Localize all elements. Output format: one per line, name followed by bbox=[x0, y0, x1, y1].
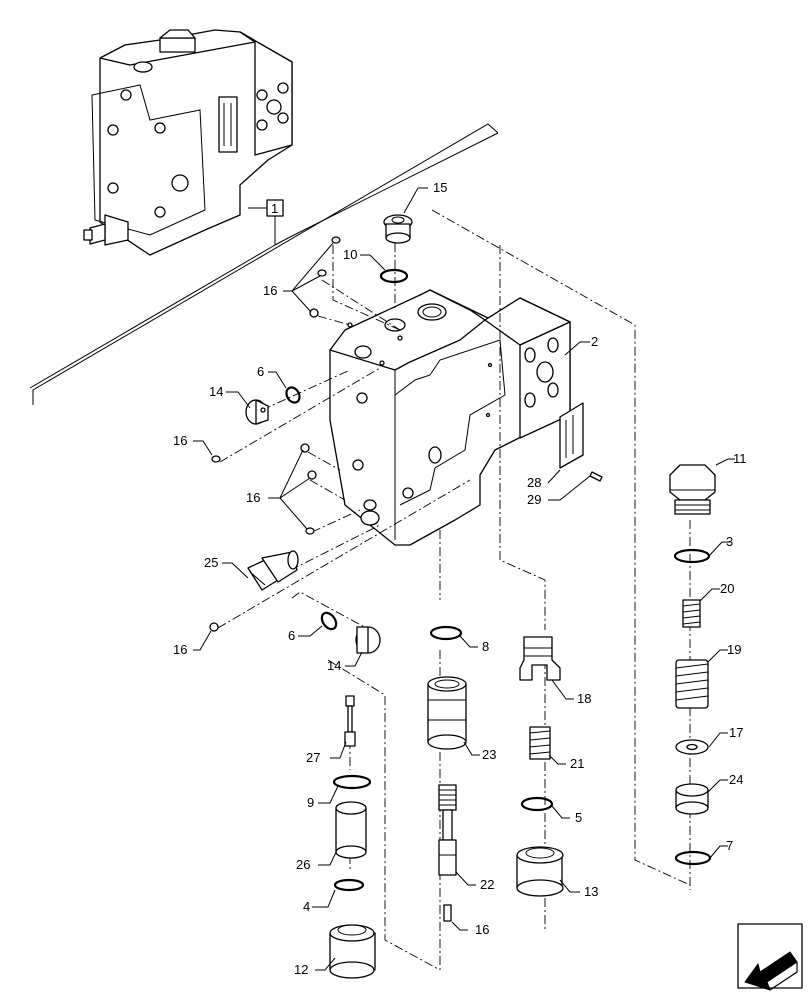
label-10: 10 bbox=[343, 247, 357, 262]
sleeve-23 bbox=[427, 676, 467, 750]
o-ring-10 bbox=[379, 268, 409, 284]
label-12: 12 bbox=[294, 962, 308, 977]
label-20: 20 bbox=[720, 581, 734, 596]
plug-14-top bbox=[245, 399, 269, 425]
valve-body bbox=[329, 289, 571, 546]
label-6-bottom: 6 bbox=[288, 628, 295, 643]
o-ring-6-bottom bbox=[320, 611, 338, 631]
label-26: 26 bbox=[296, 857, 310, 872]
label-16-bottom: 16 bbox=[475, 922, 489, 937]
label-7: 7 bbox=[726, 838, 733, 853]
pin-27 bbox=[344, 695, 356, 747]
callout-frame bbox=[29, 123, 499, 405]
label-9: 9 bbox=[307, 795, 314, 810]
label-17: 17 bbox=[729, 725, 743, 740]
screw-16-bottom bbox=[443, 904, 452, 922]
sleeve-26 bbox=[335, 801, 367, 859]
o-ring-9 bbox=[332, 774, 372, 790]
spool-22 bbox=[438, 784, 457, 876]
label-11: 11 bbox=[733, 451, 747, 466]
label-18: 18 bbox=[577, 691, 591, 706]
o-ring-3 bbox=[673, 548, 711, 564]
plug-13 bbox=[516, 846, 564, 897]
label-21: 21 bbox=[570, 756, 584, 771]
navigation-arrow-button[interactable] bbox=[737, 923, 803, 991]
label-6-top: 6 bbox=[257, 364, 264, 379]
label-16-top: 16 bbox=[263, 283, 277, 298]
o-ring-8 bbox=[429, 625, 463, 641]
o-ring-5 bbox=[520, 796, 554, 812]
o-ring-6-top bbox=[285, 386, 301, 404]
label-15: 15 bbox=[433, 180, 447, 195]
label-8: 8 bbox=[482, 639, 489, 654]
label-16-left: 16 bbox=[173, 433, 187, 448]
rivet bbox=[589, 471, 603, 482]
label-2: 2 bbox=[591, 334, 598, 349]
spring-20 bbox=[682, 599, 701, 628]
label-13: 13 bbox=[584, 884, 598, 899]
o-ring-4 bbox=[333, 878, 365, 892]
label-25: 25 bbox=[204, 555, 218, 570]
label-29: 29 bbox=[527, 492, 541, 507]
spring-21 bbox=[529, 726, 551, 760]
label-16-lower: 16 bbox=[173, 642, 187, 657]
spring-19 bbox=[675, 659, 709, 709]
label-22: 22 bbox=[480, 877, 494, 892]
part-labels: 2 3 4 5 6 6 7 8 9 10 11 12 13 14 14 15 1… bbox=[173, 180, 747, 977]
plug-24 bbox=[675, 783, 709, 815]
plug-15 bbox=[383, 214, 413, 244]
reference-box-label: 1 bbox=[271, 201, 278, 216]
plug-11 bbox=[669, 464, 716, 515]
plug-12 bbox=[329, 924, 376, 979]
label-24: 24 bbox=[729, 772, 743, 787]
label-14-top: 14 bbox=[209, 384, 223, 399]
label-16-middle: 16 bbox=[246, 490, 260, 505]
label-28: 28 bbox=[527, 475, 541, 490]
label-4: 4 bbox=[303, 899, 310, 914]
label-14-bottom: 14 bbox=[327, 658, 341, 673]
label-3: 3 bbox=[726, 534, 733, 549]
plug-14-bottom bbox=[355, 626, 381, 654]
fitting-25 bbox=[247, 550, 299, 591]
valve-18 bbox=[519, 636, 561, 681]
label-5: 5 bbox=[575, 810, 582, 825]
label-19: 19 bbox=[727, 642, 741, 657]
label-23: 23 bbox=[482, 747, 496, 762]
arrow-down-left-icon bbox=[744, 951, 798, 991]
leader-lines bbox=[193, 187, 735, 971]
o-ring-7 bbox=[674, 850, 712, 866]
valve-assembly-overview bbox=[83, 29, 293, 256]
washer-17 bbox=[675, 739, 709, 755]
label-27: 27 bbox=[306, 750, 320, 765]
